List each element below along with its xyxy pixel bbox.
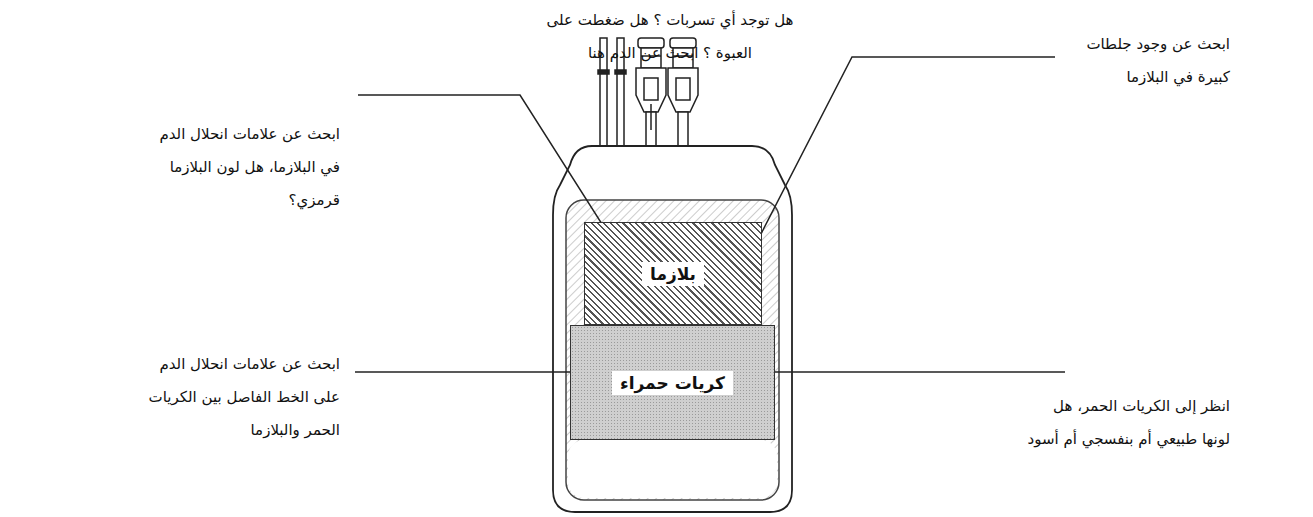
bag-lower-empty — [568, 440, 777, 498]
red-cell-band: كريات حمراء — [570, 325, 775, 440]
band-label: كريات حمراء — [612, 371, 733, 395]
plasma-band: بلازما — [584, 222, 762, 325]
band-label: بلازما — [642, 262, 704, 286]
callout-note: ابحث عن علامات انحلال الدم على الخط الفا… — [140, 348, 340, 447]
callout-note: انظر إلى الكريات الحمر، هل لونها طبيعي أ… — [1025, 390, 1230, 456]
callout-note: ابحث عن وجود جلطات كبيرة في البلازما — [1070, 28, 1230, 94]
bag-outline — [553, 146, 792, 512]
bag-inner-frame — [566, 200, 779, 500]
callout-note: ابحث عن علامات انحلال الدم في البلازما، … — [140, 118, 340, 217]
callout-note: هل توجد أي تسربات ؟ هل ضغطت على العبوة ؟… — [540, 4, 800, 70]
